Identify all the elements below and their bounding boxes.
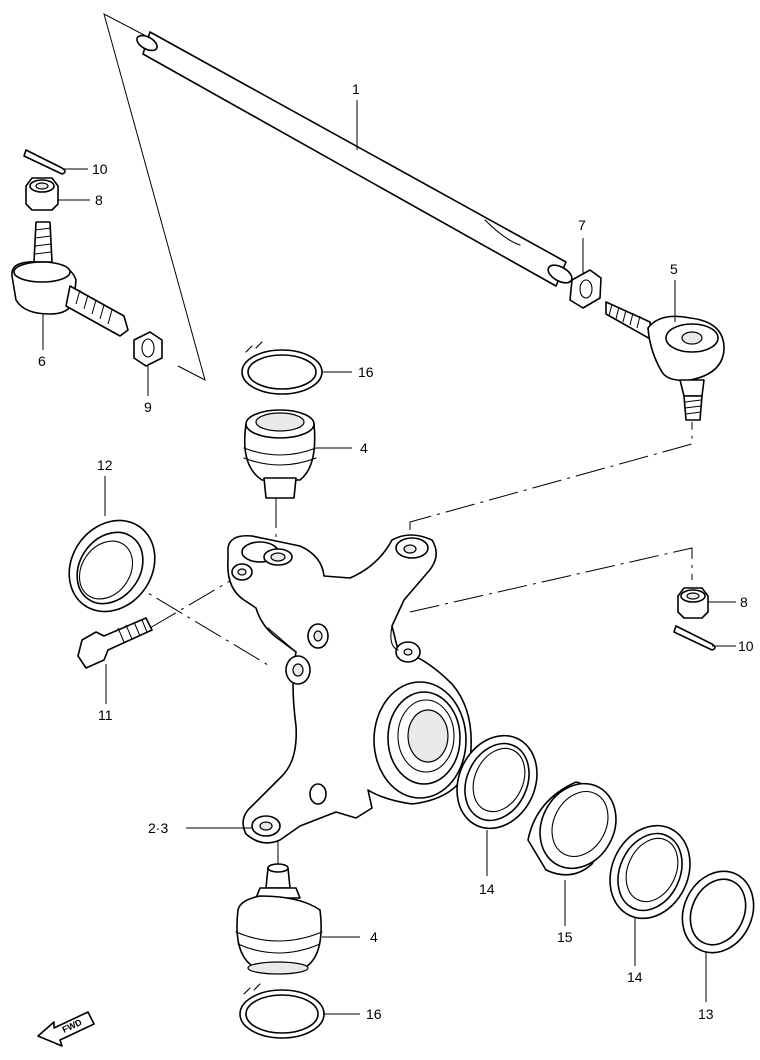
callout-10-right: 10 xyxy=(738,638,754,654)
oil-seal-part-14-b[interactable] xyxy=(595,812,704,931)
callout-13: 13 xyxy=(698,1006,714,1022)
ball-joint-part-4-top[interactable] xyxy=(243,409,317,499)
callout-4-top: 4 xyxy=(360,440,368,456)
lock-nut-part-9[interactable] xyxy=(133,331,163,367)
callout-5: 5 xyxy=(670,261,678,277)
forward-direction-arrow: FWD xyxy=(37,1011,95,1047)
steering-knuckle-part-2-3[interactable] xyxy=(227,534,472,844)
callout-12: 12 xyxy=(97,457,113,473)
snap-ring-part-16-bottom[interactable] xyxy=(239,983,325,1039)
callout-2-3: 2·3 xyxy=(148,820,168,836)
callout-9: 9 xyxy=(144,399,152,415)
lock-nut-part-7[interactable] xyxy=(569,269,602,309)
castle-nut-part-8-left[interactable] xyxy=(25,177,59,211)
callout-14-b: 14 xyxy=(627,969,643,985)
callout-4-bottom: 4 xyxy=(370,929,378,945)
callout-7: 7 xyxy=(578,217,586,233)
callout-16-top: 16 xyxy=(358,364,374,380)
tie-rod-end-part-5[interactable] xyxy=(605,301,725,421)
cotter-pin-part-10-left[interactable] xyxy=(23,149,66,175)
callout-11: 11 xyxy=(98,707,113,723)
callout-1: 1 xyxy=(352,81,360,97)
tie-rod-end-part-6[interactable] xyxy=(11,221,129,337)
snap-ring-part-16-top[interactable] xyxy=(241,341,323,395)
leader-lines xyxy=(42,100,736,1015)
spacer-part-15[interactable] xyxy=(526,770,631,882)
dust-seal-part-13[interactable] xyxy=(669,860,760,965)
callout-8-right: 8 xyxy=(740,594,748,610)
cotter-pin-part-10-right[interactable] xyxy=(673,625,716,651)
callout-16-bottom: 16 xyxy=(366,1006,382,1022)
bolt-part-11[interactable] xyxy=(77,617,153,669)
ball-joint-part-4-bottom[interactable] xyxy=(235,863,323,975)
callout-10-left: 10 xyxy=(92,161,108,177)
callout-8-left: 8 xyxy=(95,192,103,208)
callout-labels: 1 7 5 10 8 6 9 16 4 12 11 2·3 4 16 8 10 … xyxy=(38,81,754,1022)
tie-rod-part-1[interactable] xyxy=(134,31,574,287)
callout-14-a: 14 xyxy=(479,881,495,897)
castle-nut-part-8-right[interactable] xyxy=(677,587,709,619)
callout-15: 15 xyxy=(557,929,573,945)
oil-seal-part-14-a[interactable] xyxy=(442,722,551,841)
callout-6: 6 xyxy=(38,353,46,369)
oil-seal-part-12[interactable] xyxy=(52,504,173,629)
